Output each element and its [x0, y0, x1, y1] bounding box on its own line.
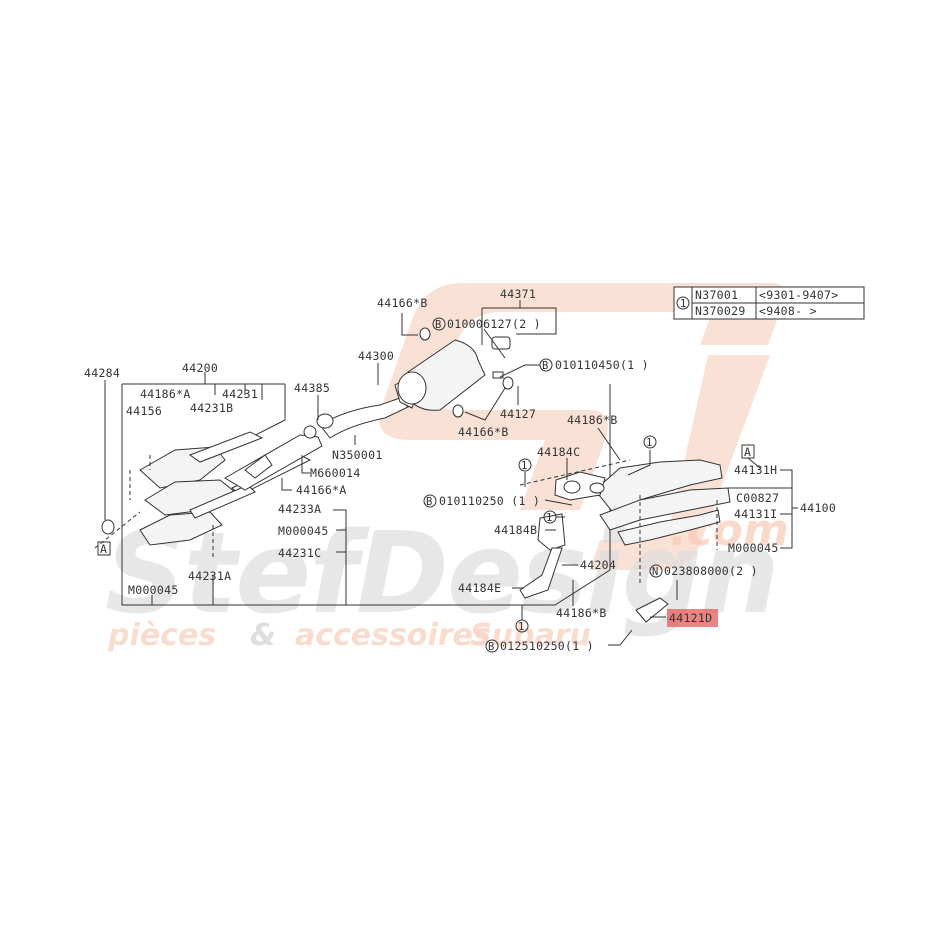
label-44204[interactable]: 44204 [580, 558, 616, 572]
label-B012510250[interactable]: 012510250(1 ) [500, 639, 594, 653]
leader-lines [281, 300, 798, 646]
label-44231B[interactable]: 44231B [190, 401, 233, 415]
part-labels: 44284 44200 44186*A 44231 44156 44231B A… [84, 287, 836, 653]
legend-table: 1 N37001 <9301-9407> N370029 <9408- > [673, 286, 865, 320]
label-A-right: A [744, 445, 751, 459]
svg-text:B: B [426, 496, 433, 508]
svg-text:N: N [652, 566, 659, 578]
label-44127[interactable]: 44127 [500, 407, 536, 421]
label-M000045-b[interactable]: M000045 [128, 583, 179, 597]
label-44233A[interactable]: 44233A [278, 502, 321, 516]
label-B010110250[interactable]: 010110250 (1 ) [439, 494, 540, 508]
label-44186B-bottom[interactable]: 44186*B [556, 606, 607, 620]
label-44186A[interactable]: 44186*A [140, 387, 191, 401]
label-44284[interactable]: 44284 [84, 366, 120, 380]
label-44300[interactable]: 44300 [358, 349, 394, 363]
label-44231A[interactable]: 44231A [188, 569, 231, 583]
center-pipe-and-muffler [303, 327, 514, 439]
label-N350001[interactable]: N350001 [332, 448, 383, 462]
svg-text:&: & [250, 618, 276, 653]
label-44231C[interactable]: 44231C [278, 546, 321, 560]
label-44186B-top[interactable]: 44186*B [567, 413, 618, 427]
svg-text:1: 1 [518, 621, 525, 633]
svg-text:pièces: pièces [107, 618, 216, 653]
label-B010110450[interactable]: 010110450(1 ) [555, 358, 649, 372]
label-44121D-highlighted[interactable]: 44121D [669, 611, 712, 625]
label-44371[interactable]: 44371 [500, 287, 536, 301]
front-pipe [224, 434, 323, 491]
legend-range-1: <9301-9407> [759, 288, 838, 302]
legend-range-2: <9408- > [759, 304, 817, 318]
legend-marker: 1 [680, 298, 687, 310]
svg-text:B: B [488, 641, 495, 653]
label-44131I[interactable]: 44131I [734, 507, 777, 521]
label-N023808000[interactable]: 023808000(2 ) [664, 564, 758, 578]
ref-box-a-left [97, 541, 111, 556]
svg-text:accessoires: accessoires [295, 618, 491, 653]
catalytic-converters [94, 431, 312, 560]
svg-text:1: 1 [521, 460, 528, 472]
svg-text:B: B [542, 360, 549, 372]
label-44231[interactable]: 44231 [222, 387, 258, 401]
label-44166A[interactable]: 44166*A [296, 483, 347, 497]
label-44184B[interactable]: 44184B [494, 523, 537, 537]
svg-text:1: 1 [546, 512, 553, 524]
label-M000045-a[interactable]: M000045 [278, 524, 329, 538]
label-44166B-top[interactable]: 44166*B [377, 296, 428, 310]
label-44166B-bottom[interactable]: 44166*B [458, 425, 509, 439]
legend-part-1: N37001 [695, 288, 738, 302]
label-44385[interactable]: 44385 [294, 381, 330, 395]
label-C00827[interactable]: C00827 [736, 491, 779, 505]
label-B010006127[interactable]: 010006127(2 ) [447, 317, 541, 331]
highlighted-part-box [667, 609, 718, 627]
label-M000045-c[interactable]: M000045 [728, 541, 779, 555]
label-44156[interactable]: 44156 [126, 404, 162, 418]
svg-text:Subaru: Subaru [470, 618, 591, 653]
label-44100[interactable]: 44100 [800, 501, 836, 515]
label-44200[interactable]: 44200 [182, 361, 218, 375]
svg-text:1: 1 [646, 437, 653, 449]
label-M660014[interactable]: M660014 [310, 466, 361, 480]
label-44184C[interactable]: 44184C [537, 445, 580, 459]
label-A-left: A [100, 542, 107, 556]
label-44184E[interactable]: 44184E [458, 581, 501, 595]
label-44131H[interactable]: 44131H [734, 463, 777, 477]
legend-part-2: N370029 [695, 304, 746, 318]
ref-box-a-right [741, 444, 755, 459]
svg-text:B: B [435, 319, 442, 331]
